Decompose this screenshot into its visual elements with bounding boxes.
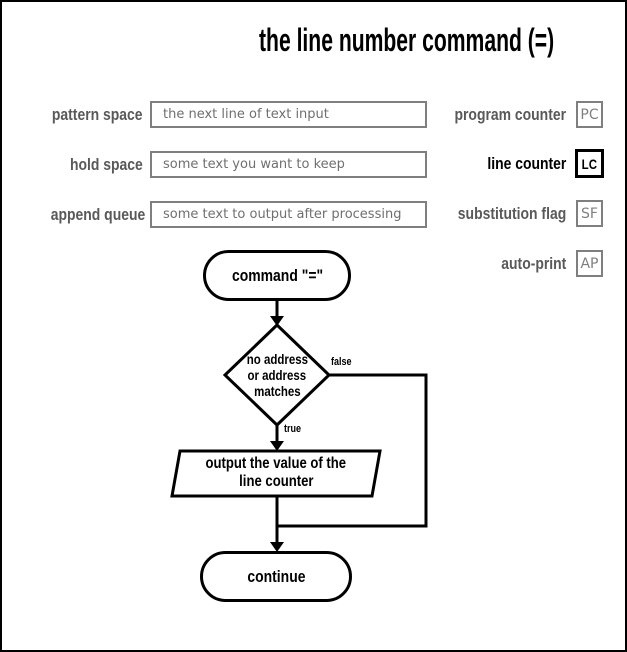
process-node-label: output the value of the line counter xyxy=(205,455,347,490)
start-node-shape xyxy=(203,250,351,301)
append-queue-label: append queue xyxy=(50,205,146,224)
line-counter-box: LC xyxy=(575,149,604,178)
program-counter-label: program counter xyxy=(454,105,566,124)
line-counter-label: line counter xyxy=(486,154,566,173)
substitution-flag-label: substitution flag xyxy=(457,204,566,223)
auto-print-abbr: AP xyxy=(580,255,599,272)
process-node-shape xyxy=(170,449,382,498)
pattern-space-label: pattern space xyxy=(52,105,143,124)
arrowhead-into-decision xyxy=(270,316,284,326)
substitution-flag-abbr: SF xyxy=(581,205,598,222)
substitution-flag-box: SF xyxy=(576,200,603,227)
end-node-label: continue xyxy=(246,566,306,586)
arrowhead-into-process xyxy=(270,441,284,451)
page-title-text: the line number command (=) xyxy=(259,22,555,58)
pattern-space-box: the next line of text input xyxy=(150,101,427,128)
auto-print-box: AP xyxy=(576,250,603,277)
connector-false-path xyxy=(278,373,428,528)
line-counter-abbr: LC xyxy=(581,155,598,172)
decision-node-label: no address or address matches xyxy=(246,351,308,399)
page-title: the line number command (=) xyxy=(183,24,554,56)
append-queue-value: some text to output after processing xyxy=(163,207,402,222)
hold-space-value: some text you want to keep xyxy=(163,157,345,172)
end-node-shape xyxy=(200,551,352,602)
true-branch-label: true xyxy=(284,423,302,435)
hold-space-label: hold space xyxy=(70,155,143,174)
arrowhead-into-end xyxy=(270,542,284,552)
auto-print-label: auto-print xyxy=(500,254,566,273)
append-queue-box: some text to output after processing xyxy=(150,201,427,228)
program-counter-box: PC xyxy=(576,101,603,128)
decision-node-shape xyxy=(222,322,332,428)
pattern-space-value: the next line of text input xyxy=(163,107,329,122)
false-branch-label: false xyxy=(331,356,352,368)
start-node-label: command "=" xyxy=(232,265,324,285)
program-counter-abbr: PC xyxy=(580,106,599,123)
hold-space-box: some text you want to keep xyxy=(150,151,427,178)
